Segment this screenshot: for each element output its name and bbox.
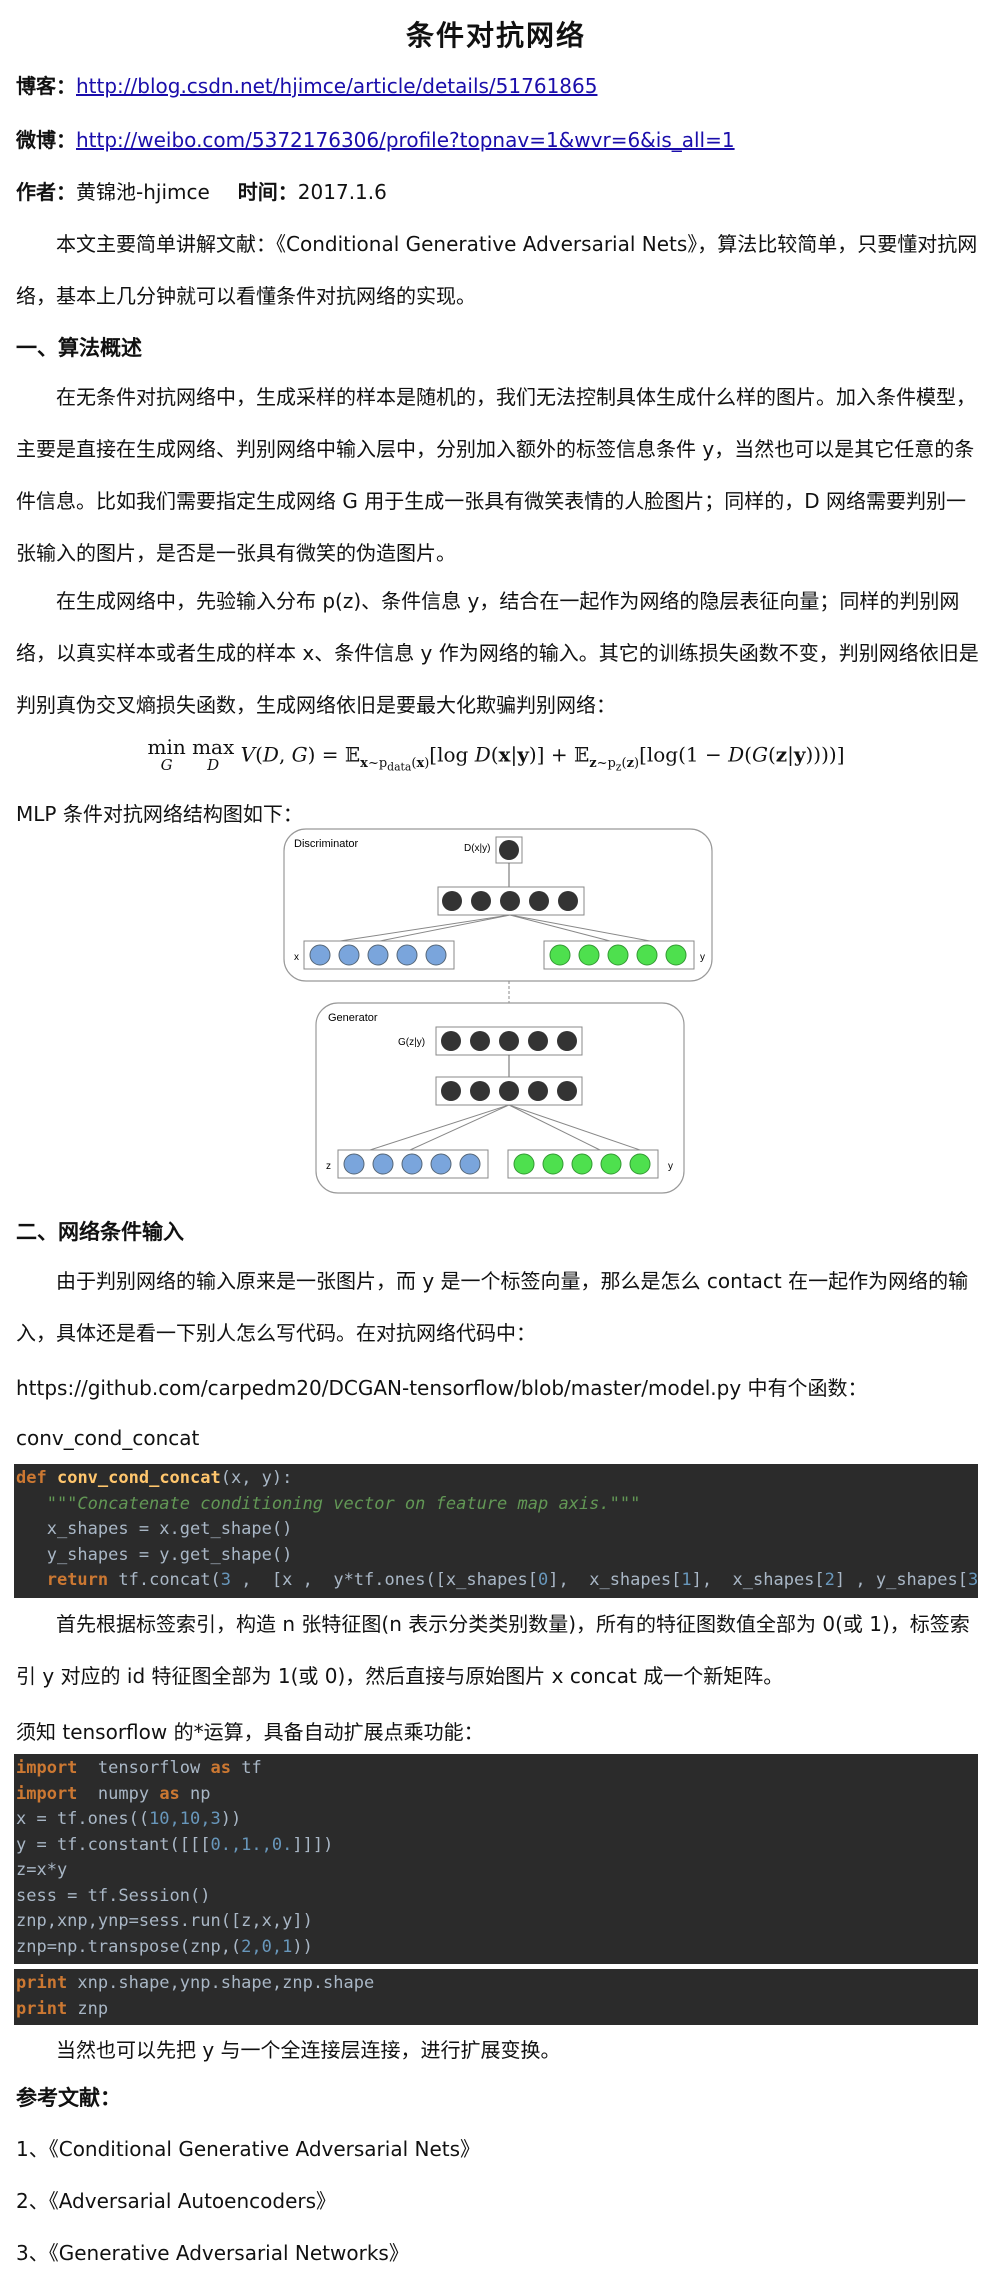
z-label: z: [326, 1161, 331, 1172]
g-hidden-layer: [441, 1081, 577, 1101]
code-line: x = tf.ones((10,10,3)): [16, 1809, 242, 1829]
d-output-label: D(x|y): [464, 843, 490, 854]
section2-paragraph2: 首先根据标签索引，构造 n 张特征图(n 表示分类类别数量)，所有的特征图数值全…: [16, 1612, 970, 1688]
time-value: 2017.1.6: [297, 180, 387, 204]
code-line: def conv_cond_concat(x, y):: [16, 1468, 293, 1488]
section2-paragraph3: 须知 tensorflow 的*运算，具备自动扩展点乘功能：: [16, 1720, 484, 1744]
weibo-link[interactable]: http://weibo.com/5372176306/profile?topn…: [76, 128, 735, 152]
references-heading: 参考文献：: [16, 2086, 121, 2110]
weibo-line: 微博：http://weibo.com/5372176306/profile?t…: [16, 124, 735, 153]
time-label: 时间：: [237, 180, 298, 204]
discriminator-label: Discriminator: [294, 838, 359, 850]
author-line: 作者：黄锦池-hjimce 时间：2017.1.6: [16, 176, 387, 205]
blog-link[interactable]: http://blog.csdn.net/hjimce/article/deta…: [76, 74, 598, 98]
generator-label: Generator: [328, 1012, 378, 1024]
discriminator-box: Discriminator D(x|y) x: [283, 828, 713, 982]
section2-heading: 二、网络条件输入: [16, 1220, 184, 1244]
page-title: 条件对抗网络: [405, 19, 586, 52]
section1-paragraph1: 在无条件对抗网络中，生成采样的样本是随机的，我们无法控制具体生成什么样的图片。加…: [16, 385, 976, 565]
code-line: print znp: [16, 1998, 109, 2019]
blog-line: 博客：http://blog.csdn.net/hjimce/article/d…: [16, 70, 597, 99]
code-line: import numpy as np: [16, 1783, 211, 1804]
x-label: x: [294, 952, 299, 963]
intro-paragraph: 本文主要简单讲解文献：《Conditional Generative Adver…: [16, 232, 978, 308]
d-hidden-layer: [442, 891, 578, 911]
function-name-line: conv_cond_concat: [16, 1426, 200, 1450]
y-label-top: y: [700, 952, 705, 963]
generator-box: Generator G(z|y) z: [315, 1002, 685, 1194]
mlp-caption: MLP 条件对抗网络结构图如下：: [16, 802, 303, 826]
y-input-layer-bottom: [513, 1153, 651, 1175]
code-line: znp=np.transpose(znp,(2,0,1)): [16, 1936, 313, 1957]
code-line: znp,xnp,ynp=sess.run([z,x,y]): [16, 1911, 313, 1931]
section1-paragraph2: 在生成网络中，先验输入分布 p(z)、条件信息 y，结合在一起作为网络的隐层表征…: [16, 589, 979, 717]
y-label-bottom: y: [668, 1161, 673, 1172]
d-output-node: [499, 840, 519, 860]
code-line: y = tf.constant([[[0.,1.,0.]]]): [16, 1834, 334, 1855]
author-label: 作者：: [16, 180, 76, 204]
section2-paragraph1: 由于判别网络的输入原来是一张图片，而 y 是一个标签向量，那么是怎么 conta…: [16, 1269, 969, 1345]
section1-heading: 一、算法概述: [16, 336, 142, 360]
code-line: """Concatenate conditioning vector on fe…: [16, 1493, 641, 1514]
z-input-layer: [343, 1153, 481, 1175]
cgan-architecture-diagram: Discriminator D(x|y) x: [283, 828, 713, 1194]
section2-paragraph4: 当然也可以先把 y 与一个全连接层连接，进行扩展变换。: [56, 2038, 561, 2062]
reference-item: 3、《Generative Adversarial Networks》: [16, 2241, 409, 2265]
weibo-label: 微博：: [16, 128, 76, 152]
code-line: z=x*y: [16, 1860, 68, 1880]
github-url-line: https://github.com/carpedm20/DCGAN-tenso…: [16, 1376, 868, 1400]
reference-item: 2、《Adversarial Autoencoders》: [16, 2189, 337, 2213]
code-line: return tf.concat(3 , [x , y*tf.ones([x_s…: [46, 1570, 978, 1590]
author-name: 黄锦池-hjimce: [76, 180, 210, 204]
code-block-2: import tensorflow as tf import numpy as …: [14, 1754, 978, 1964]
g-output-label: G(z|y): [398, 1037, 425, 1048]
code-block-3: print xnp.shape,ynp.shape,znp.shape prin…: [14, 1969, 978, 2025]
code-block-1: def conv_cond_concat(x, y): """Concatena…: [14, 1464, 978, 1598]
x-input-layer: [309, 944, 447, 966]
y-input-layer-top: [549, 944, 687, 966]
code-line: import tensorflow as tf: [16, 1758, 262, 1778]
code-line: y_shapes = y.get_shape(): [16, 1544, 293, 1565]
g-output-layer: [441, 1031, 577, 1051]
reference-item: 1、《Conditional Generative Adversarial Ne…: [16, 2137, 481, 2161]
code-line: print xnp.shape,ynp.shape,znp.shape: [16, 1973, 375, 1993]
code-line: sess = tf.Session(): [16, 1885, 211, 1906]
blog-label: 博客：: [16, 74, 76, 98]
code-line: x_shapes = x.get_shape(): [16, 1519, 293, 1539]
